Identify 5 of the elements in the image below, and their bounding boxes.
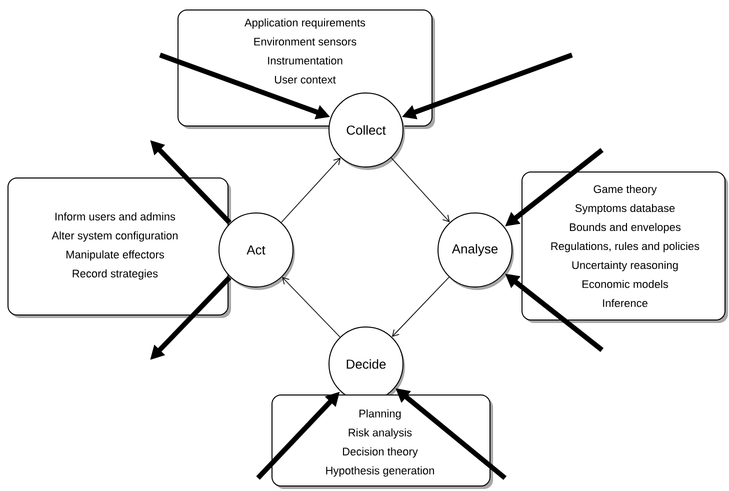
arrow <box>392 276 450 337</box>
arrow <box>282 276 340 338</box>
arrow <box>390 157 450 222</box>
list-box: Game theory Symptoms database Bounds and envelopes Regulations, rules and policies Uncertainty reasoning Economic models Inference <box>522 172 728 323</box>
arrow <box>280 158 341 223</box>
